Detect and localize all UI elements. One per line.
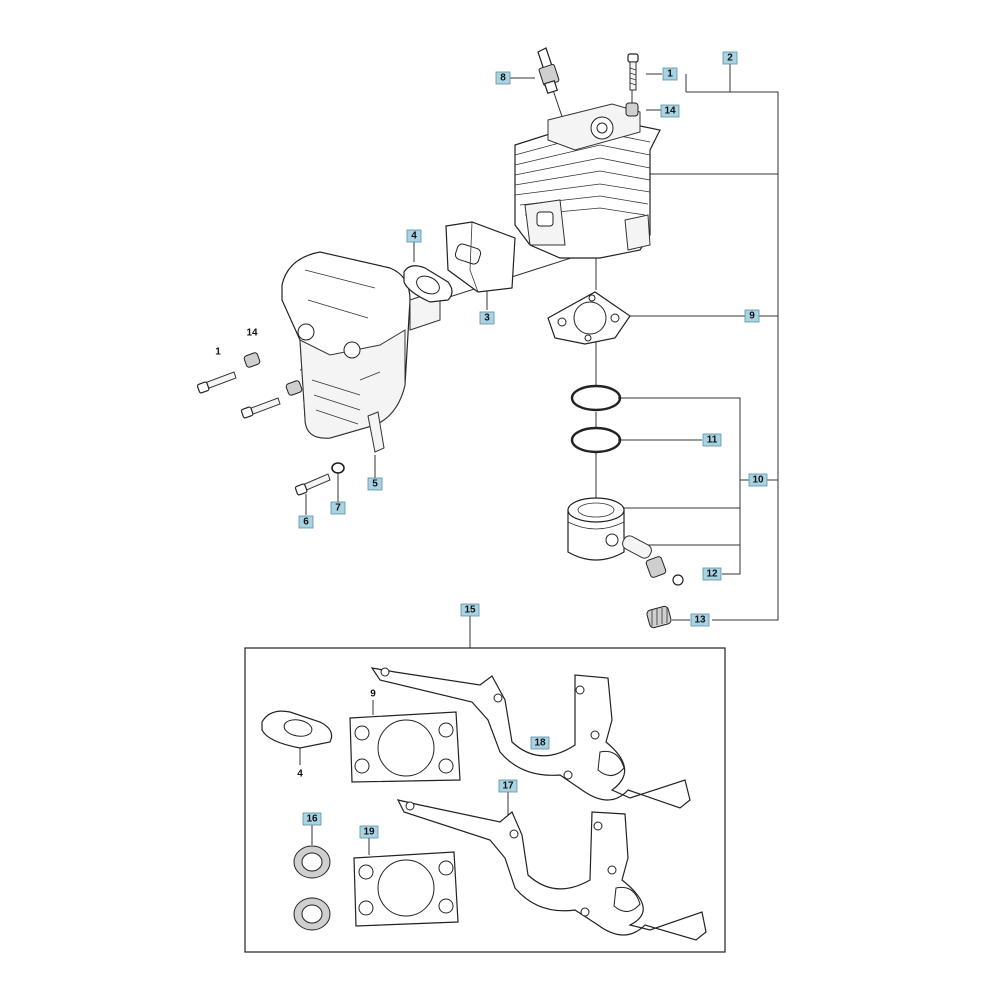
spark-plug (537, 47, 560, 95)
needle-bearing (646, 605, 672, 629)
kit-muffler-gasket (261, 710, 333, 749)
svg-text:3: 3 (484, 313, 490, 324)
svg-text:1: 1 (215, 347, 221, 358)
svg-text:2: 2 (727, 53, 733, 64)
crankcase-gasket-18 (370, 667, 691, 809)
callout-9-kit: 9 (370, 689, 376, 700)
callout-4-kit: 4 (297, 769, 303, 780)
svg-text:9: 9 (749, 311, 755, 322)
svg-text:16: 16 (306, 814, 318, 825)
callout-9-top: 9 (744, 309, 760, 323)
svg-text:7: 7 (335, 503, 341, 514)
callout-4-top: 4 (406, 229, 422, 243)
callout-8: 8 (495, 71, 511, 85)
oil-seals (293, 845, 331, 931)
svg-text:18: 18 (534, 738, 546, 749)
heat-shield (445, 221, 516, 293)
callout-10: 10 (748, 473, 768, 487)
svg-text:19: 19 (363, 827, 375, 838)
callout-15: 15 (460, 603, 480, 617)
callout-18: 18 (530, 736, 550, 750)
callout-1-left: 1 (215, 347, 221, 358)
kit-cylinder-gasket (349, 711, 461, 783)
callout-2: 2 (722, 51, 738, 65)
svg-text:14: 14 (664, 106, 676, 117)
callout-16: 16 (302, 812, 322, 826)
cylinder-bolt-top (627, 53, 639, 91)
callout-14-left: 14 (246, 328, 258, 339)
callout-6: 6 (298, 515, 314, 529)
callout-12: 12 (702, 567, 722, 581)
cylinder-gasket (547, 291, 631, 345)
gasket-kit-box (244, 647, 726, 953)
svg-text:11: 11 (707, 435, 718, 446)
callout-14-top: 14 (660, 104, 680, 118)
spacer-top (625, 102, 639, 117)
muffler-bolts (196, 352, 345, 496)
kit-cylinder-gasket-19 (353, 851, 459, 927)
cylinder (514, 103, 661, 259)
svg-text:13: 13 (694, 615, 706, 626)
callout-5: 5 (367, 477, 383, 491)
piston (567, 497, 684, 586)
muffler (281, 251, 441, 453)
leader-lines (299, 60, 779, 855)
callout-1-top: 1 (662, 67, 678, 81)
svg-text:6: 6 (303, 517, 309, 528)
svg-text:5: 5 (372, 479, 378, 490)
svg-text:10: 10 (752, 475, 764, 486)
callout-11: 11 (702, 433, 722, 447)
callout-3: 3 (479, 311, 495, 325)
callout-7: 7 (330, 501, 346, 515)
svg-text:15: 15 (464, 605, 476, 616)
callout-13: 13 (690, 613, 710, 627)
callout-19: 19 (359, 825, 379, 839)
svg-text:12: 12 (706, 569, 718, 580)
svg-text:4: 4 (411, 231, 417, 242)
muffler-gasket (403, 265, 453, 303)
callout-17: 17 (498, 779, 518, 793)
svg-text:9: 9 (370, 689, 376, 700)
crankcase-gasket-17 (396, 799, 707, 941)
svg-text:8: 8 (500, 73, 506, 84)
svg-text:14: 14 (246, 328, 258, 339)
svg-text:17: 17 (502, 781, 514, 792)
callout-layer: 1 2 8 14 4 3 9 11 (215, 51, 768, 839)
svg-text:1: 1 (667, 69, 673, 80)
svg-text:4: 4 (297, 769, 303, 780)
piston-rings (570, 384, 622, 454)
